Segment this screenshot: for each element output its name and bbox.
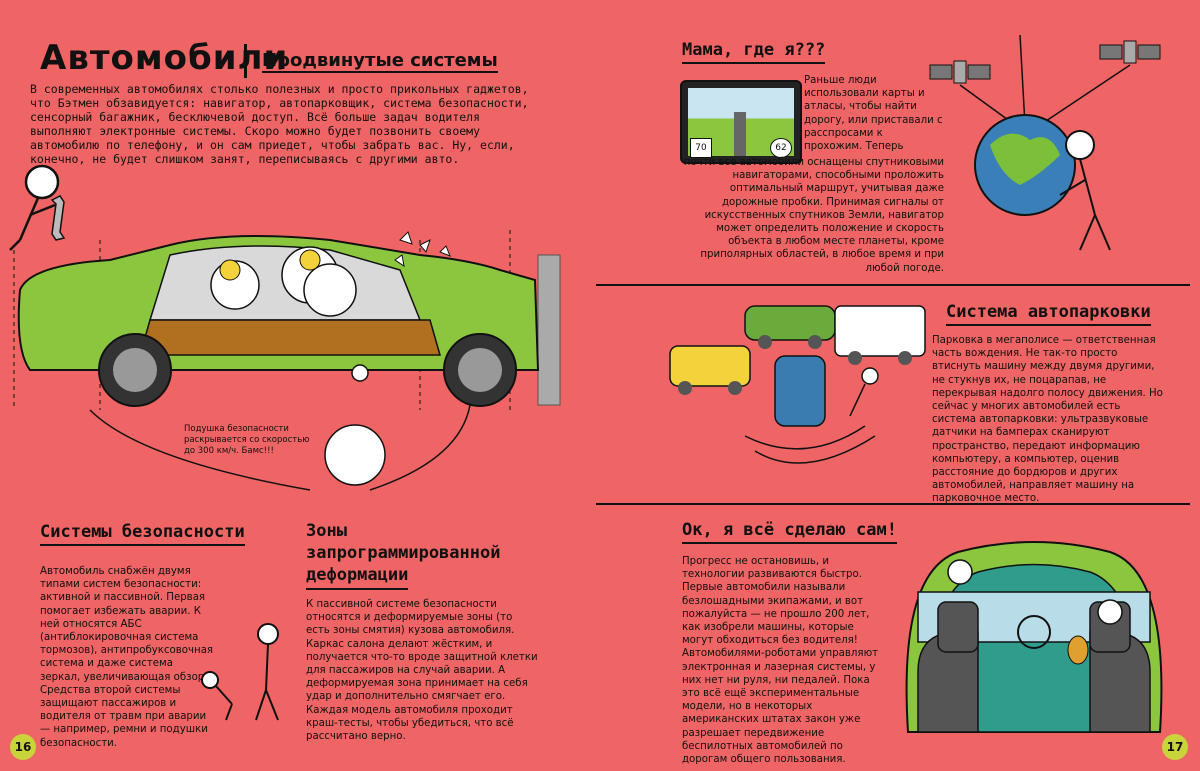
safety-text: Автомобиль снабжён двумя типами систем б… [40, 566, 214, 749]
selfdrive-text: Прогресс не остановишь, и технологии раз… [682, 556, 879, 766]
divider-2 [596, 503, 1190, 505]
arrow-left [89, 409, 311, 491]
satellite-icon [929, 40, 1161, 84]
crash-car-illustration [9, 164, 561, 491]
blue-car-icon [774, 355, 826, 427]
green-car-icon [744, 305, 836, 341]
car-floor [139, 319, 441, 356]
airbag-caption: Подушка безопасности раскрывается со ско… [184, 424, 310, 456]
yellow-taxi-icon [669, 345, 751, 387]
self-driving-car-interior-illustration [905, 541, 1163, 733]
white-van-icon [834, 305, 926, 357]
page-number-right: 17 [1162, 734, 1188, 760]
parking-heading: Система автопарковки [946, 302, 1151, 326]
navigation-text-top: Раньше люди использовали карты и атласы,… [804, 75, 943, 153]
intro-text: В современных автомобилях столько полезн… [30, 82, 529, 166]
parking-text: Парковка в мегаполисе — ответственная ча… [932, 335, 1163, 505]
parking-cars-illustration [669, 305, 926, 464]
crumple-heading-line2: запрограммированной [306, 543, 501, 563]
navigation-heading: Мама, где я??? [682, 40, 826, 64]
divider-1 [596, 284, 1190, 286]
crumple-heading-line1: Зоны [306, 521, 347, 541]
navigation-text-bottom: почти все автомобили оснащены спутниковы… [683, 157, 944, 274]
wrench-icon [50, 195, 66, 241]
stick-figures-illustration [201, 623, 279, 721]
gps-right-readout: 62 [770, 138, 792, 158]
crumple-heading: Зоны запрограммированной деформации [306, 520, 500, 590]
page-subtitle: Продвинутые системы [262, 50, 498, 73]
console-icon [1017, 615, 1051, 649]
gps-left-readout: 70 [690, 138, 712, 158]
seat-rear-left-icon [937, 601, 979, 653]
debris-icon [394, 231, 451, 268]
gps-navigator-icon: 70 62 [680, 80, 802, 164]
mechanic-stick-figure [9, 164, 60, 251]
pineapple-icon [1067, 635, 1089, 665]
safety-heading: Системы безопасности [40, 522, 245, 546]
arrow-right [369, 404, 471, 491]
page-number-left: 16 [10, 734, 36, 760]
crumple-heading-line3: деформации [306, 564, 409, 590]
deployed-airbag-icon [324, 424, 386, 486]
page-title: Автомобили [40, 38, 289, 78]
crumple-text: К пассивной системе безопасности относят… [306, 599, 538, 743]
selfdrive-heading: Ок, я всё сделаю сам! [682, 520, 897, 544]
satellite-earth-illustration [929, 35, 1161, 251]
title-divider [244, 44, 247, 78]
